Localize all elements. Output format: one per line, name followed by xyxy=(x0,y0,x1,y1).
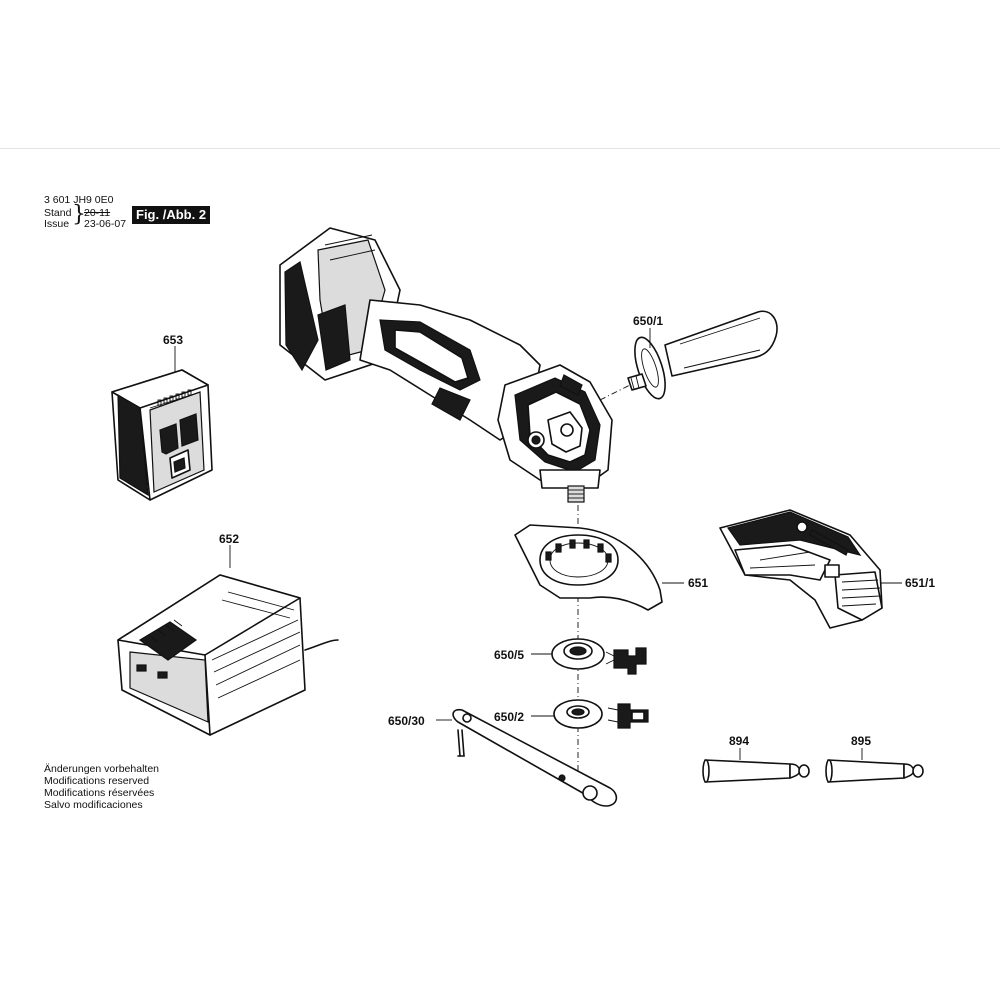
label-part-651-1: 651/1 xyxy=(905,576,936,590)
label-part-651: 651 xyxy=(688,576,709,590)
part-650-2-clamping-nut xyxy=(553,699,649,729)
part-651-1-cutting-guard xyxy=(719,509,883,629)
label-part-652: 652 xyxy=(219,532,240,546)
page-top-rule xyxy=(0,148,1000,149)
note-line-es: Salvo modificaciones xyxy=(44,799,143,811)
part-650-30-spanner xyxy=(452,708,618,807)
stand-label: Stand xyxy=(44,207,72,219)
figure-label: Fig. /Abb. 2 xyxy=(132,206,211,224)
issue-label: Issue xyxy=(44,218,70,230)
label-part-895: 895 xyxy=(851,734,872,748)
part-650-1-side-handle xyxy=(627,310,778,400)
label-part-653: 653 xyxy=(163,333,184,347)
part-652-charger xyxy=(117,574,339,736)
part-650-5-flange xyxy=(551,638,647,675)
bosch-logo-mark xyxy=(796,521,849,556)
note-line-de: Änderungen vorbehalten xyxy=(44,763,160,775)
stand-value: 20-11 xyxy=(84,207,111,219)
part-651-guard xyxy=(514,524,663,611)
label-part-650-1: 650/1 xyxy=(633,314,664,328)
label-part-650-5: 650/5 xyxy=(494,648,525,662)
label-part-650-2: 650/2 xyxy=(494,710,525,724)
label-part-894: 894 xyxy=(729,734,750,748)
part-653-battery-pack xyxy=(111,369,213,501)
note-line-en: Modifications reserved xyxy=(44,775,150,787)
part-895-pin xyxy=(825,759,924,783)
modification-notes: Änderungen vorbehalten Modifications res… xyxy=(44,763,159,811)
issue-value: 23-06-07 xyxy=(84,218,127,230)
doc-number: 3 601 JH9 0E0 xyxy=(44,194,114,206)
part-894-pin xyxy=(702,759,810,783)
grinder-main-body xyxy=(279,227,613,503)
leader-lines xyxy=(174,328,902,760)
label-part-650-30: 650/30 xyxy=(388,714,425,728)
brace-glyph: } xyxy=(72,202,86,227)
note-line-fr: Modifications réservées xyxy=(44,787,155,799)
